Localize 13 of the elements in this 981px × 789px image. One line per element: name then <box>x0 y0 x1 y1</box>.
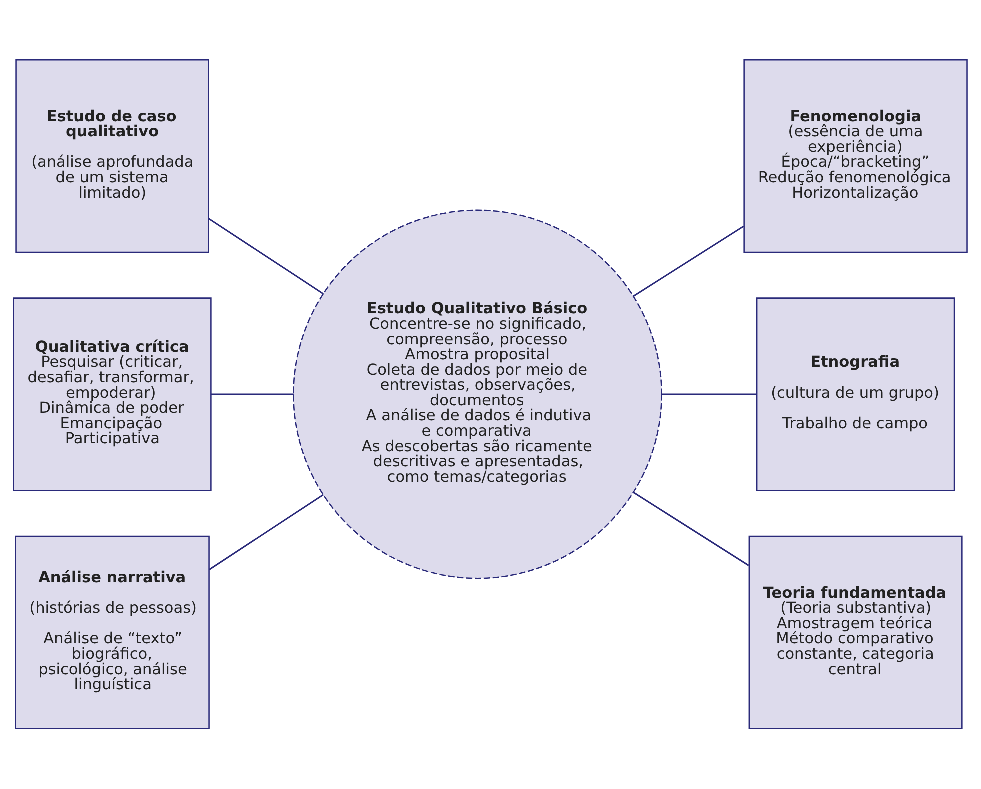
connector <box>632 492 750 566</box>
node-box: Teoria fundamentada (Teoria substantiva) Amostragem teórica Método comparativo constante, categoria central <box>748 536 963 730</box>
connector <box>208 218 324 295</box>
node-box: Qualitativa crítica Pesquisar (criticar, desafiar, transformar, empoderar) Dinâmica de poder Emancipação Participativa <box>13 298 212 492</box>
node-box: Análise narrativa (histórias de pessoas) Análise de “texto” biográfico, psicológico, análise linguística <box>15 536 210 730</box>
node-box: Etnografia (cultura de um grupo) Trabalho de campo <box>756 298 956 492</box>
connector <box>209 494 324 570</box>
connector <box>662 394 757 396</box>
connector <box>211 394 294 396</box>
node-box: Estudo de caso qualitativo (análise aprofundada de um sistema limitado) <box>16 59 210 254</box>
connector <box>632 226 744 298</box>
node-box: Fenomenologia (essência de uma experiência) Época/“bracketing” Redução fenomenológica Horizontalização <box>744 59 968 254</box>
node-circle: Estudo Qualitativo Básico Concentre-se no significado, compreensão, processo Amostra proposital Coleta de dados por meio de entrevistas, observações, documentos A análise de dados é indutiva e comparativa As descobertas são ricamente descritivas e apresentadas, como temas/categorias <box>293 210 662 580</box>
